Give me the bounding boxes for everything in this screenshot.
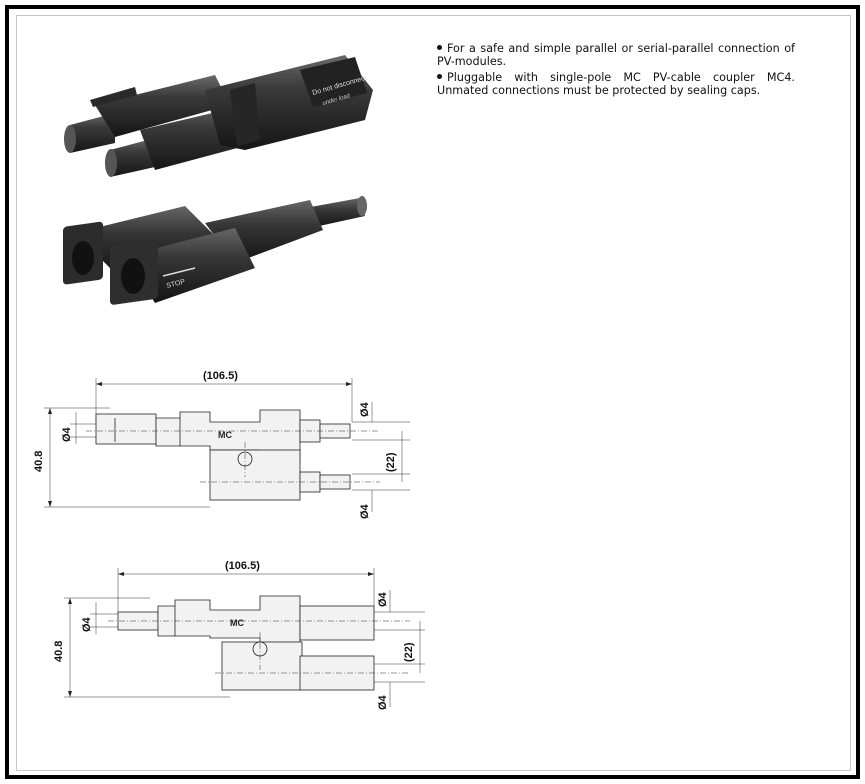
right-bottom-diameter: Ø4 xyxy=(359,503,371,519)
left-diameter: Ø4 xyxy=(61,426,73,442)
bullet-icon xyxy=(437,45,442,50)
right-top-diameter: Ø4 xyxy=(377,591,389,607)
pitch-dimension: (22) xyxy=(403,642,415,662)
length-dimension: (106.5) xyxy=(203,370,238,382)
right-top-diameter: Ø4 xyxy=(359,401,371,417)
technical-drawing-2: (106.5) 40.8 Ø4 MC Ø4 Ø4 (22) xyxy=(53,560,425,710)
feature-list: For a safe and simple parallel or serial… xyxy=(437,42,795,100)
content-panel xyxy=(16,15,851,771)
product-photo-female-branch: STOP xyxy=(63,196,367,305)
length-dimension: (106.5) xyxy=(225,560,260,572)
imprint-stop: STOP xyxy=(166,278,186,289)
left-diameter: Ø4 xyxy=(81,616,93,632)
pitch-dimension: (22) xyxy=(385,452,397,472)
feature-item: Pluggable with single-pole MC PV-cable c… xyxy=(437,71,795,97)
mc-logo: MC xyxy=(230,618,244,628)
height-dimension: 40.8 xyxy=(53,641,65,662)
mc-logo: MC xyxy=(218,430,232,440)
technical-drawing-1: (106.5) 40.8 Ø4 MC Ø4 Ø4 (22) xyxy=(33,370,410,519)
right-bottom-diameter: Ø4 xyxy=(377,694,389,710)
product-photo-male-branch: Do not disconnect under load xyxy=(64,55,373,177)
height-dimension: 40.8 xyxy=(33,451,45,472)
feature-item: For a safe and simple parallel or serial… xyxy=(437,42,795,68)
bullet-icon xyxy=(437,74,442,79)
